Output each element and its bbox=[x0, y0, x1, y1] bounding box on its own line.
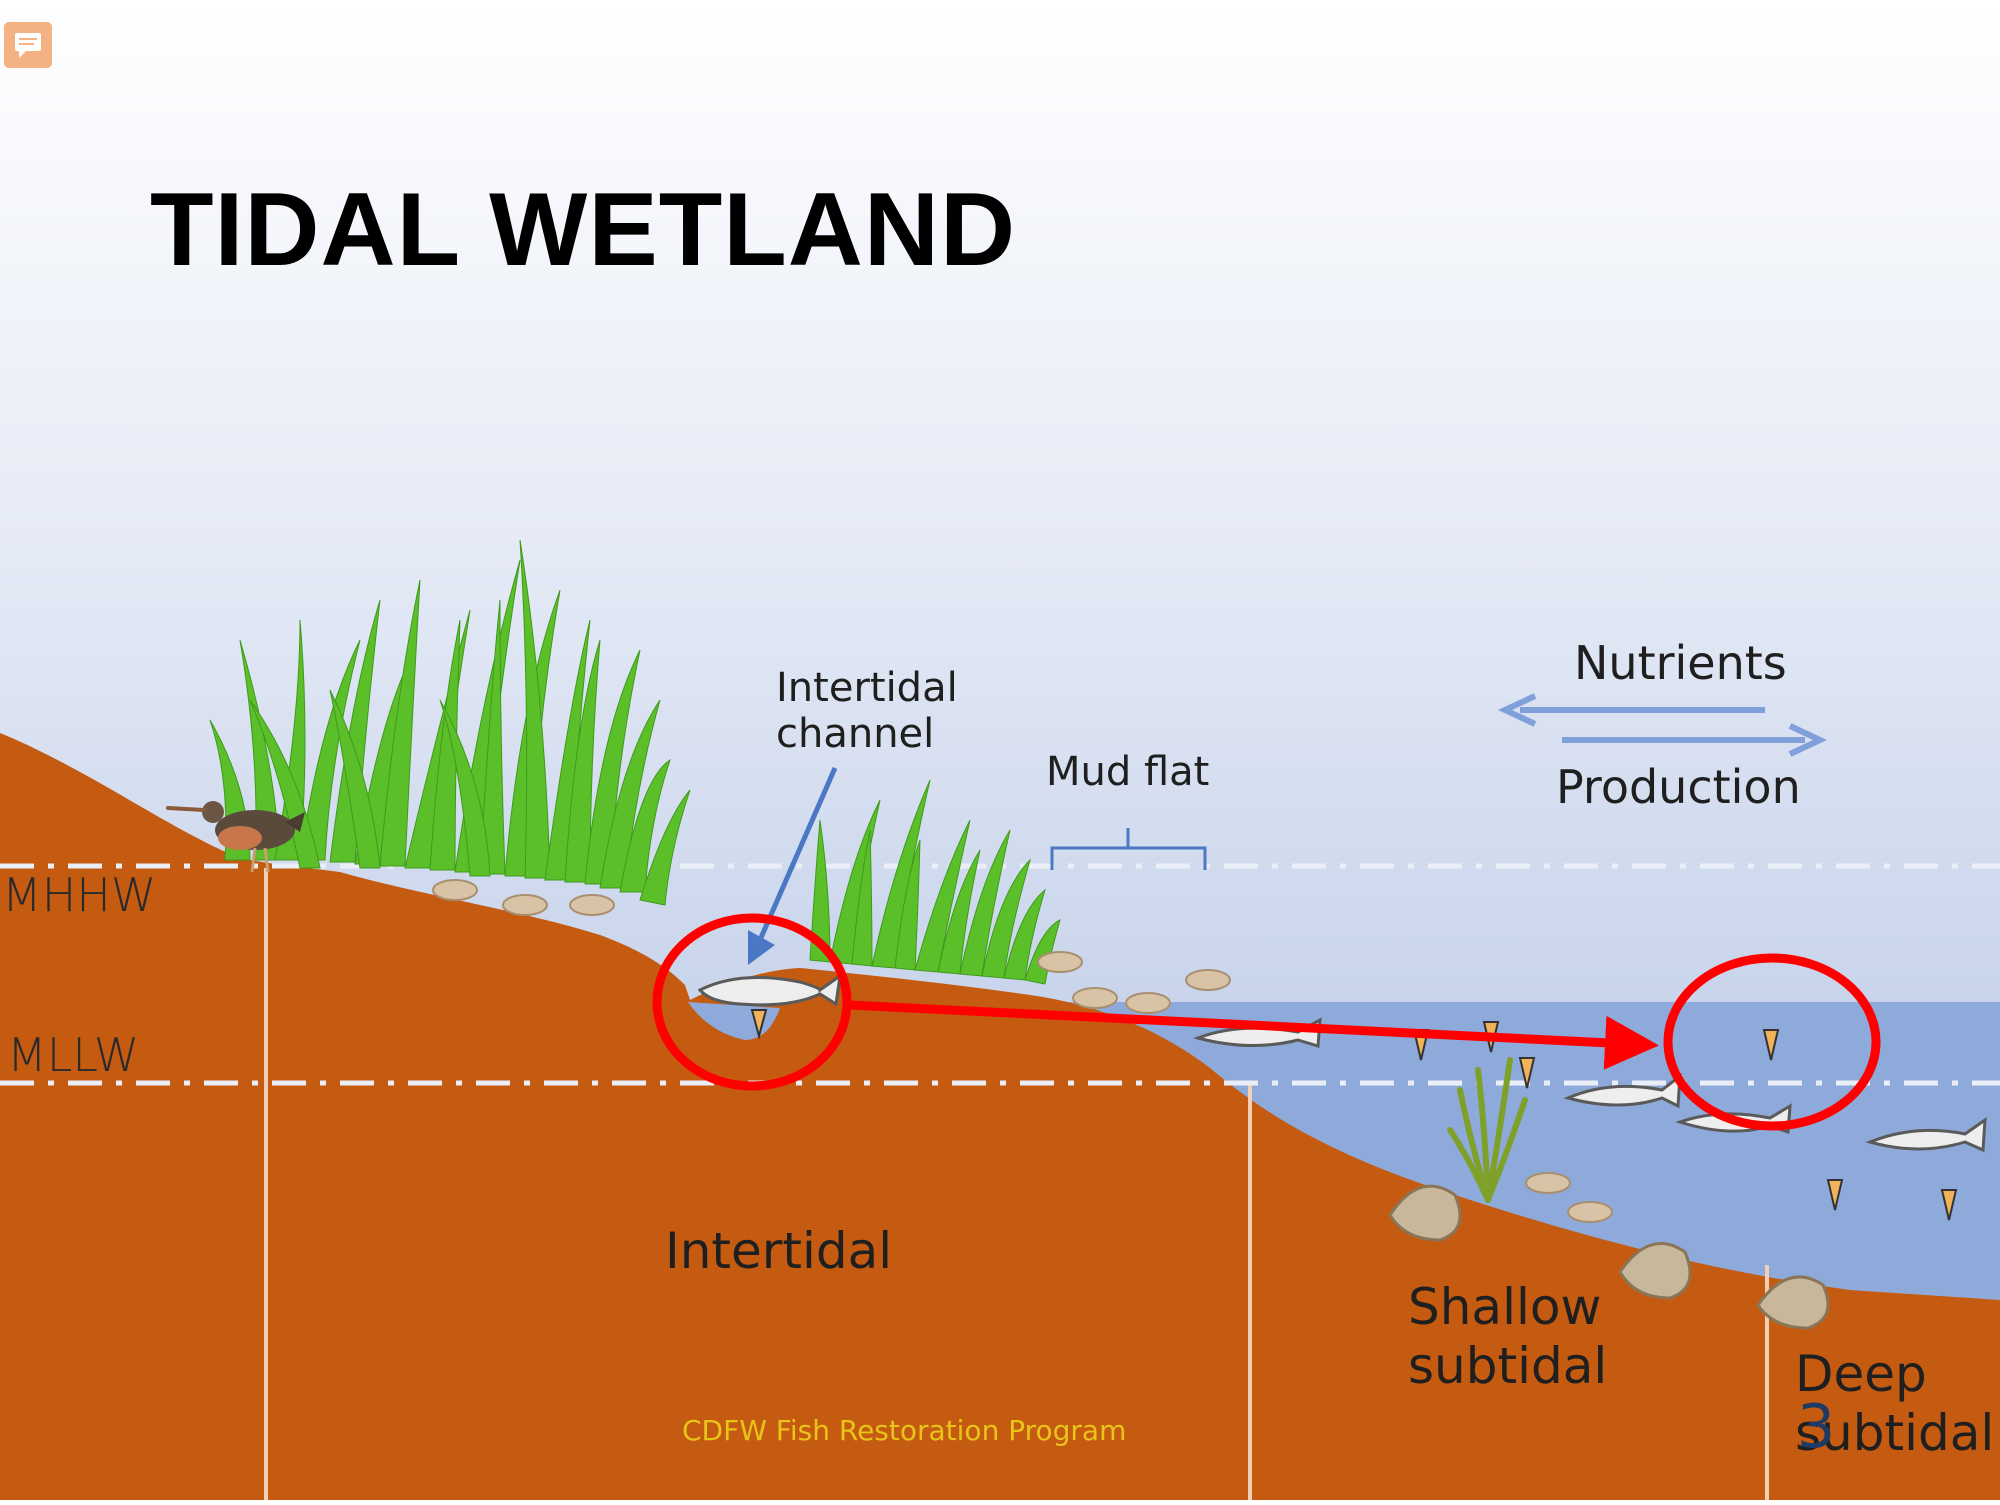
marsh-grass-icon bbox=[209, 539, 691, 906]
production-arrow bbox=[1562, 723, 1828, 757]
deep-subtidal-label-line2: subtidal bbox=[1795, 1404, 1995, 1462]
eelgrass-icon bbox=[1447, 1057, 1528, 1203]
channel-pointer-head bbox=[748, 930, 775, 965]
mud-flat-label: Mud flat bbox=[1046, 749, 1210, 795]
nutrients-label: Nutrients bbox=[1574, 636, 1787, 690]
soil-ground bbox=[0, 733, 2000, 1500]
mud-flat-bracket bbox=[1050, 828, 1207, 870]
subtidal-highlight-circle bbox=[1663, 953, 1881, 1131]
footer-text: CDFW Fish Restoration Program bbox=[682, 1414, 1127, 1447]
intertidal-channel-label-line1: Intertidal bbox=[776, 665, 958, 711]
intertidal-zone-label: Intertidal bbox=[665, 1222, 893, 1280]
nutrients-arrow bbox=[1497, 693, 1765, 727]
page-number: 3 bbox=[1797, 1392, 1836, 1462]
slide-title: TIDAL WETLAND bbox=[150, 172, 1017, 288]
channel-highlight-circle bbox=[652, 913, 852, 1091]
deep-subtidal-label-line1: Deep bbox=[1795, 1345, 1927, 1403]
comment-button[interactable] bbox=[4, 22, 52, 68]
low-marsh-grass-icon bbox=[809, 779, 1061, 985]
comment-icon bbox=[15, 33, 41, 58]
mhhw-label: MHHW bbox=[2, 868, 157, 922]
clam-icon bbox=[1388, 1184, 1830, 1330]
mllw-label: MLLW bbox=[7, 1028, 140, 1082]
amphipod-icon bbox=[432, 879, 1613, 1223]
intertidal-channel-label-line2: channel bbox=[776, 711, 935, 757]
shallow-subtidal-label-line1: Shallow bbox=[1408, 1278, 1602, 1336]
channel-pointer-line bbox=[757, 767, 838, 941]
water-body bbox=[1055, 1002, 2000, 1300]
zooplankton-icon bbox=[750, 1009, 1958, 1221]
rail-bird-icon bbox=[166, 801, 305, 873]
shallow-subtidal-label-line2: subtidal bbox=[1408, 1337, 1608, 1395]
export-arrow bbox=[849, 1000, 1659, 1070]
production-label: Production bbox=[1556, 760, 1801, 814]
